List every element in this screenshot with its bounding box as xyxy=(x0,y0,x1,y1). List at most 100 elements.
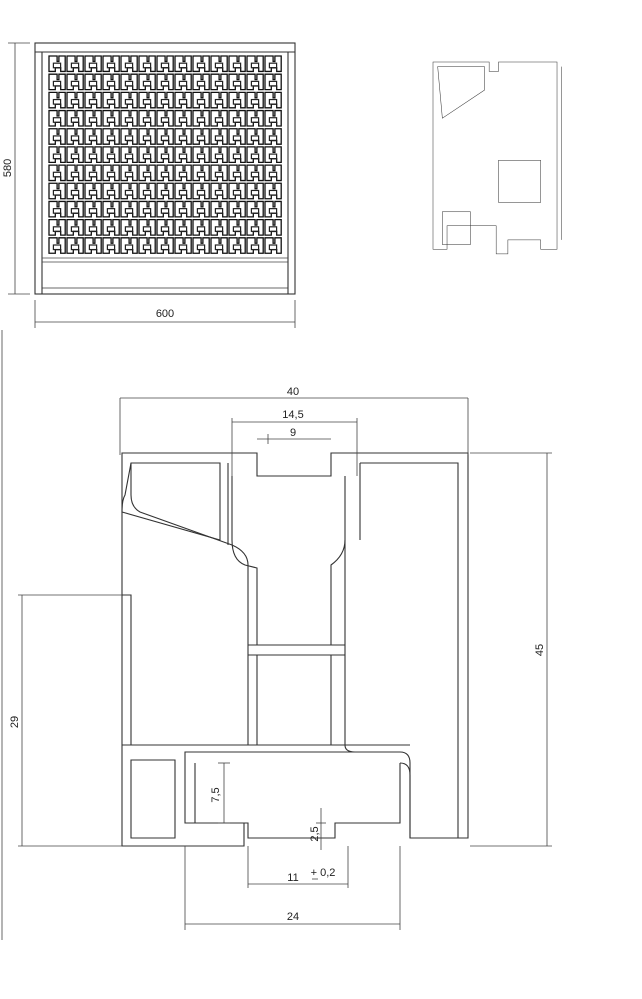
left-foot-cell xyxy=(130,759,176,839)
lattice-cell xyxy=(174,128,192,145)
lattice-cell-core xyxy=(268,153,278,160)
lattice-cell-core xyxy=(268,208,278,214)
panel-width-label: 600 xyxy=(156,308,174,320)
lattice-cell xyxy=(84,182,102,200)
lattice-cell-core xyxy=(232,80,242,87)
lattice-cell-core xyxy=(160,226,170,232)
lattice-cell xyxy=(210,55,228,73)
lattice-cell-core xyxy=(124,117,134,123)
lattice-cell xyxy=(210,109,228,127)
lattice-cell-core xyxy=(160,171,170,178)
lattice-cell xyxy=(120,237,138,254)
lattice-cell-core xyxy=(250,98,260,105)
lattice-cell xyxy=(192,218,210,236)
lattice-cell-core xyxy=(88,171,98,178)
lattice-cell xyxy=(156,73,174,91)
lattice-cell xyxy=(102,146,120,164)
lattice-cell xyxy=(66,73,84,91)
lattice-cell-core xyxy=(88,208,98,214)
lattice-cell-core xyxy=(106,62,116,69)
lattice-cell xyxy=(264,237,282,254)
lattice-cell-core xyxy=(178,98,188,105)
lattice-cell xyxy=(192,182,210,200)
profile-thumb-foot xyxy=(442,211,471,245)
lattice-cell-core xyxy=(160,135,170,142)
lattice-cell xyxy=(174,164,192,182)
lattice-cell-core xyxy=(160,208,170,214)
lattice-cell-core xyxy=(106,135,116,142)
lattice-cell xyxy=(264,182,282,200)
lattice-cell xyxy=(84,237,102,254)
lattice-cell-core xyxy=(178,208,188,214)
lattice-cell xyxy=(174,109,192,127)
lattice-cell xyxy=(228,146,246,164)
lattice-cell-core xyxy=(70,80,80,87)
lattice-cell-core xyxy=(178,244,188,251)
lattice-cell xyxy=(192,164,210,182)
lattice-cell-core xyxy=(196,244,206,251)
lattice-cell xyxy=(156,237,174,254)
lattice-cell xyxy=(66,109,84,127)
lattice-cell-core xyxy=(178,171,188,178)
lattice-cell xyxy=(174,237,192,254)
lattice-cell-core xyxy=(70,117,80,123)
lattice-cell-core xyxy=(160,153,170,160)
lattice-cell-core xyxy=(70,98,80,105)
lattice-cell-core xyxy=(142,189,152,196)
lattice-cell-core xyxy=(124,98,134,105)
panel-height-label: 580 xyxy=(2,159,14,177)
lattice-cell-core xyxy=(70,171,80,178)
lattice-cell xyxy=(84,146,102,164)
lattice-cell xyxy=(264,146,282,164)
lattice-cell-core xyxy=(124,171,134,178)
lattice-cell xyxy=(174,182,192,200)
lattice-cell-core xyxy=(142,98,152,105)
profile-outer-outline xyxy=(121,452,469,847)
lattice-cell-core xyxy=(124,244,134,251)
lattice-cell-core xyxy=(268,189,278,196)
dim-lower-step-label: 7,5 xyxy=(210,787,222,802)
lattice-cell-core xyxy=(232,153,242,160)
dim-top-opening-label: 14,5 xyxy=(282,409,303,421)
lattice-cell xyxy=(174,73,192,91)
lattice-cell xyxy=(156,200,174,218)
lattice-cell xyxy=(246,109,264,127)
lattice-cell xyxy=(246,237,264,254)
lattice-cell xyxy=(228,91,246,109)
lattice-cell-core xyxy=(232,189,242,196)
lattice-cell-core xyxy=(196,189,206,196)
lattice-cell xyxy=(66,128,84,145)
lattice-cell-core xyxy=(232,117,242,123)
lattice-cell-core xyxy=(106,189,116,196)
lattice-cell xyxy=(264,218,282,236)
lattice-cell xyxy=(48,237,66,254)
lattice-cell xyxy=(48,109,66,127)
lattice-cell-core xyxy=(52,153,62,160)
lattice-cell xyxy=(264,200,282,218)
right-inner-wall xyxy=(360,462,459,838)
lattice-cell xyxy=(228,73,246,91)
lattice-cell xyxy=(66,146,84,164)
lattice-cell xyxy=(192,128,210,145)
lattice-cell-core xyxy=(52,80,62,87)
lattice-cell xyxy=(174,55,192,73)
lattice-cell-core xyxy=(88,117,98,123)
lattice-cell xyxy=(264,109,282,127)
lattice-cell xyxy=(84,109,102,127)
lattice-cell-core xyxy=(70,208,80,214)
lattice-cell xyxy=(84,218,102,236)
lattice-cell-core xyxy=(70,244,80,251)
lattice-cell-core xyxy=(142,117,152,123)
lattice-cell xyxy=(156,182,174,200)
lattice-cell xyxy=(120,218,138,236)
left-web-outer xyxy=(130,463,249,745)
lattice-cell-core xyxy=(106,117,116,123)
lattice-cell xyxy=(84,55,102,73)
lattice-cell xyxy=(228,237,246,254)
lattice-cell-core xyxy=(142,171,152,178)
bottom-slot xyxy=(194,763,401,839)
lattice-cell-core xyxy=(88,153,98,160)
lattice-cell xyxy=(246,218,264,236)
lattice-cell-core xyxy=(70,135,80,142)
dim-bottom-width-label: 24 xyxy=(287,911,299,923)
